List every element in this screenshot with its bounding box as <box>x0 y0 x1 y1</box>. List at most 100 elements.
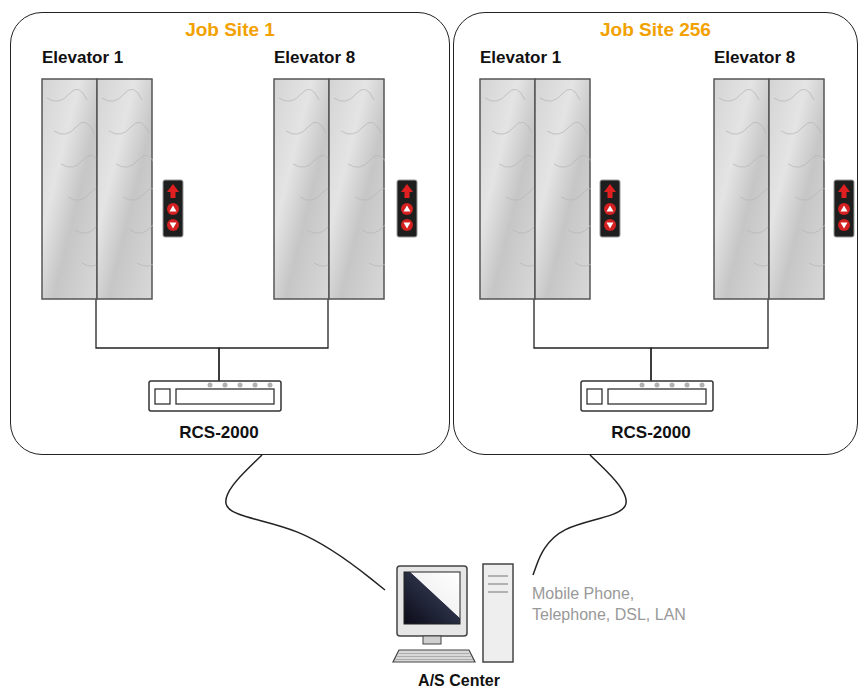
job-site-region: Job Site 1 Elevator 1 Elevator 8 RCS-2000 <box>10 12 450 455</box>
marble-vein <box>341 122 381 134</box>
device-front-panel <box>176 389 274 404</box>
marble-vein <box>781 122 821 134</box>
marble-vein <box>286 122 326 134</box>
status-led <box>700 383 705 388</box>
marble-vein <box>788 155 825 167</box>
marble-vein <box>102 89 142 101</box>
marble-vein <box>362 221 385 233</box>
connection-types-note: Mobile Phone, Telephone, DSL, LAN <box>532 584 710 626</box>
computer-icon <box>385 558 525 668</box>
device-front-panel <box>608 389 706 404</box>
job-site-region: Job Site 256Elevator 1 Elevator 8 RCS-2000 <box>453 12 858 455</box>
node-label: A/S Center <box>385 671 533 690</box>
monitor-case <box>397 566 467 636</box>
marble-vein <box>492 122 532 134</box>
marble-vein <box>279 89 319 101</box>
status-led <box>655 383 660 388</box>
site-title: Job Site 1 <box>11 19 449 42</box>
status-led <box>640 383 645 388</box>
marble-vein <box>499 155 539 167</box>
monitor-screen <box>404 572 460 624</box>
node-label: Elevator 8 <box>714 48 795 68</box>
rcs-device: RCS-2000 <box>581 381 721 453</box>
node-label: RCS-2000 <box>581 423 721 443</box>
status-led <box>253 383 258 388</box>
service-computer: A/S Center <box>385 558 533 694</box>
marble-vein <box>61 155 101 167</box>
marble-vein <box>547 122 587 134</box>
drive-bay <box>488 583 508 584</box>
elevator-doors <box>41 78 153 300</box>
device-switch <box>155 389 170 404</box>
elevator-doors <box>479 78 591 300</box>
elevator: Elevator 1 <box>41 45 153 299</box>
marble-vein <box>809 254 825 266</box>
marble-vein <box>733 155 773 167</box>
marble-vein <box>795 188 825 200</box>
signal-wire <box>96 299 219 381</box>
status-led <box>223 383 228 388</box>
monitor-stand <box>423 636 441 644</box>
marble-vein <box>334 89 374 101</box>
status-led <box>670 383 675 388</box>
node-label: Elevator 1 <box>42 48 123 68</box>
rcs-device: RCS-2000 <box>149 381 289 453</box>
marble-vein <box>116 155 153 167</box>
node-label: RCS-2000 <box>149 423 289 443</box>
key-row <box>399 653 469 654</box>
device-case <box>149 381 281 411</box>
marble-vein <box>726 122 766 134</box>
signal-wire <box>651 299 768 381</box>
key-row <box>395 659 473 660</box>
call-button-panel <box>834 180 854 237</box>
computer-tower <box>483 564 513 662</box>
marble-vein <box>348 155 385 167</box>
marble-vein <box>485 89 525 101</box>
node-label: Elevator 8 <box>274 48 355 68</box>
marble-vein <box>540 89 580 101</box>
marble-vein <box>47 89 87 101</box>
elevator: Elevator 8 <box>273 45 385 299</box>
elevator: Elevator 1 <box>479 45 591 299</box>
elevator-doors <box>273 78 385 300</box>
status-led <box>208 383 213 388</box>
marble-vein <box>568 221 591 233</box>
marble-vein <box>802 221 825 233</box>
key-row <box>397 656 471 657</box>
marble-vein <box>561 188 591 200</box>
site-title: Job Site 256 <box>454 19 857 42</box>
marble-vein <box>293 155 333 167</box>
rcs-device-body <box>148 379 282 413</box>
status-led <box>685 383 690 388</box>
device-switch <box>587 389 602 404</box>
remote-link <box>226 455 385 590</box>
marble-vein <box>369 254 385 266</box>
marble-vein <box>54 122 94 134</box>
device-case <box>581 381 713 411</box>
drive-bay <box>488 591 508 592</box>
marble-vein <box>774 89 814 101</box>
drive-bay <box>488 575 508 576</box>
signal-wire <box>534 299 651 381</box>
rcs-device-body <box>580 379 714 413</box>
call-button-panel <box>163 180 183 237</box>
marble-vein <box>355 188 385 200</box>
marble-vein <box>554 155 591 167</box>
status-led <box>238 383 243 388</box>
status-led <box>268 383 273 388</box>
marble-vein <box>109 122 149 134</box>
signal-wire <box>219 299 328 381</box>
marble-vein <box>123 188 153 200</box>
node-label: Elevator 1 <box>480 48 561 68</box>
keyboard <box>393 650 475 662</box>
elevator-doors <box>713 78 825 300</box>
marble-vein <box>719 89 759 101</box>
call-button-panel <box>397 180 417 237</box>
elevator: Elevator 8 <box>713 45 825 299</box>
remote-link <box>533 455 626 575</box>
marble-vein <box>137 254 153 266</box>
marble-vein <box>575 254 591 266</box>
call-button-panel <box>600 180 620 237</box>
marble-vein <box>130 221 153 233</box>
